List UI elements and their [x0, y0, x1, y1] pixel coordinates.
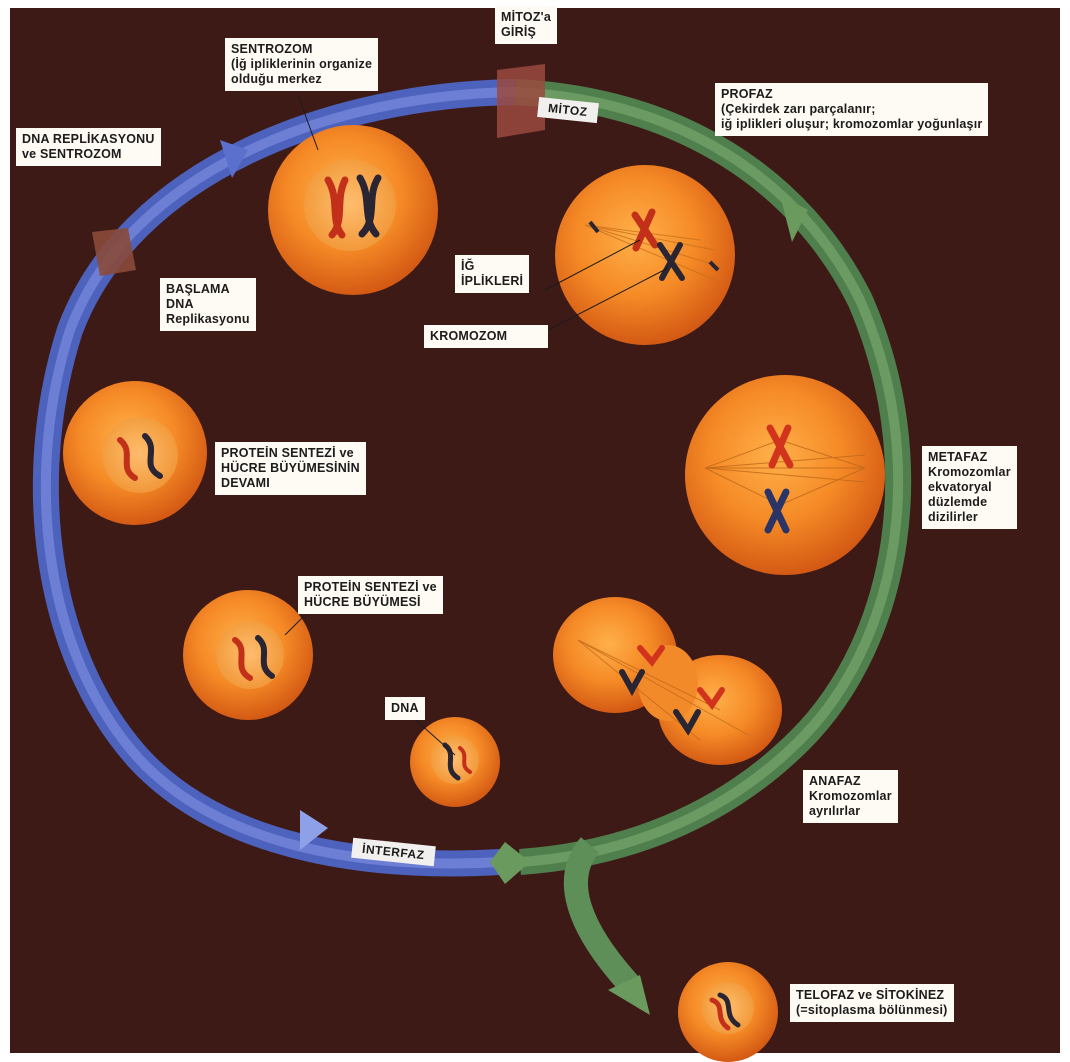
- label-mitoz-giris: MİTOZ'a GİRİŞ: [495, 6, 557, 44]
- label-ig-iplikleri: İĞ İPLİKLERİ: [455, 255, 529, 293]
- cell-prophase: [555, 165, 735, 345]
- label-dna: DNA: [385, 697, 425, 720]
- cell-telophase: [678, 962, 778, 1062]
- label-dna-replikasyonu: DNA REPLİKASYONU ve SENTROZOM: [16, 128, 161, 166]
- label-baslama: BAŞLAMA DNA Replikasyonu: [160, 278, 256, 331]
- label-telofaz: TELOFAZ ve SİTOKİNEZ (=sitoplasma bölünm…: [790, 984, 954, 1022]
- label-anafaz: ANAFAZ Kromozomlar ayrılırlar: [803, 770, 898, 823]
- label-protein-devami: PROTEİN SENTEZİ ve HÜCRE BÜYÜMESİNİN DEV…: [215, 442, 366, 495]
- cell-g2: [268, 125, 438, 295]
- label-sentrozom: SENTROZOM (İğ ipliklerinin organize oldu…: [225, 38, 378, 91]
- cell-metaphase: [685, 375, 885, 575]
- cell-g1-small: [410, 717, 500, 807]
- cell-g1-growth: [183, 590, 313, 720]
- label-metafaz: METAFAZ Kromozomlar ekvatoryal düzlemde …: [922, 446, 1017, 529]
- cell-growth-continued: [63, 381, 207, 525]
- arrowhead-icon: [490, 842, 530, 884]
- cell-anaphase: [553, 597, 782, 765]
- label-kromozom: KROMOZOM: [424, 325, 548, 348]
- label-protein-buyume: PROTEİN SENTEZİ ve HÜCRE BÜYÜMESİ: [298, 576, 443, 614]
- label-profaz: PROFAZ (Çekirdek zarı parçalanır; iğ ipl…: [715, 83, 988, 136]
